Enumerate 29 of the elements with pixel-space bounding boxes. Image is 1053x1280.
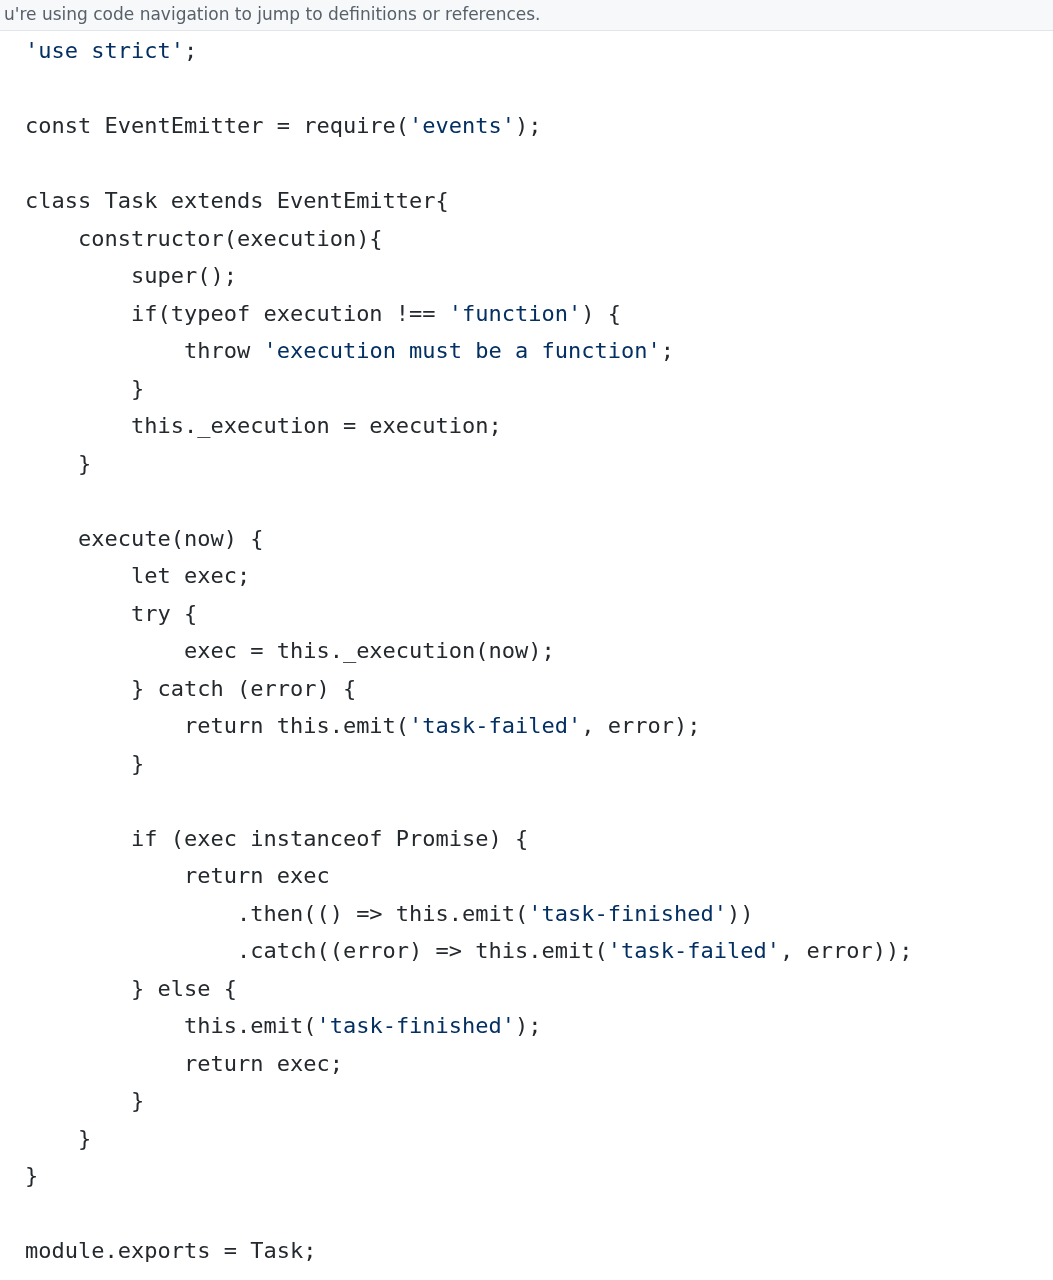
code-line: .then(() => this.emit('task-finished')) [235,900,754,927]
code-line: throw 'execution must be a function'; [182,338,675,364]
code-line: } [129,1088,145,1114]
code-line: exec = this._execution(now); [182,638,555,664]
code-line: if (exec instanceof Promise) { [129,825,529,852]
code-line: return exec; [182,1050,343,1077]
code-line: const EventEmitter = require('events'); [25,113,542,139]
code-line: let exec; [129,563,251,589]
code-line: module.exports = Task; [25,1238,317,1264]
code-line: try { [129,600,198,627]
notice-text: u're using code navigation to jump to definitions or references. [4,4,541,24]
code-line: return exec [182,863,330,889]
code-line: class Task extends EventEmitter{ [25,188,449,214]
code-line: } catch (error) { [129,675,357,702]
code-line: constructor(execution){ [76,225,383,252]
code-line: } [129,375,145,402]
code-line: } [129,750,145,777]
code-line: } else { [129,975,237,1002]
code-line: } [25,1163,39,1189]
code-line: execute(now) { [76,525,264,552]
code-line: } [76,1125,92,1152]
code-line: return this.emit('task-failed', error); [182,713,701,739]
code-line: this._execution = execution; [129,413,502,439]
code-line: .catch((error) => this.emit('task-failed', error)); [235,938,913,964]
code-line: 'use strict'; [25,38,198,64]
code-line: if(typeof execution !== 'function') { [129,300,622,327]
code-line: this.emit('task-finished'); [182,1013,542,1039]
code-line: super(); [129,263,237,289]
code-line: } [76,450,92,477]
